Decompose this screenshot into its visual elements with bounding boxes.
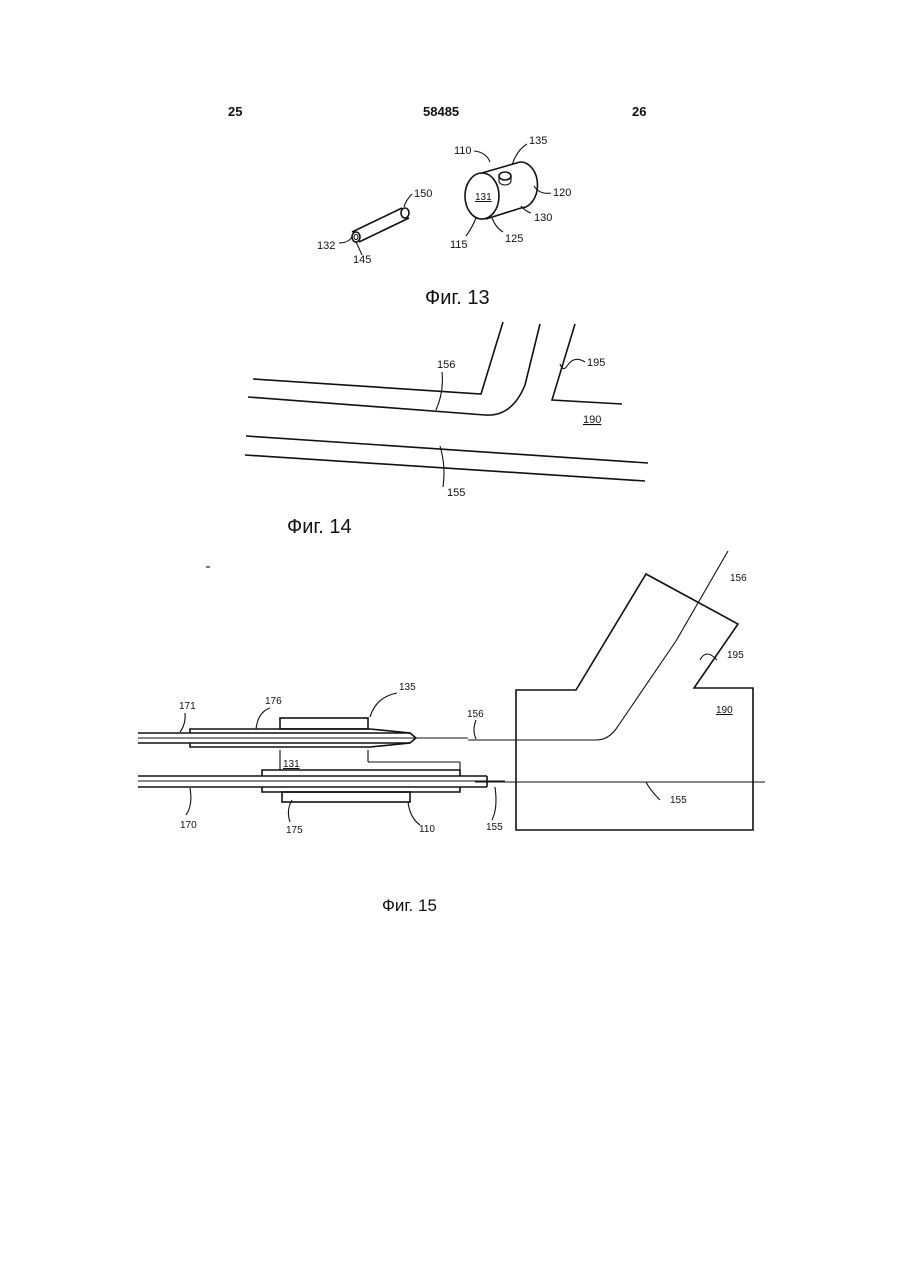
- label-131: 131: [283, 759, 300, 770]
- label-145: 145: [353, 254, 371, 266]
- label-130: 130: [534, 212, 552, 224]
- label-176: 176: [265, 696, 282, 707]
- label-195: 195: [727, 650, 744, 661]
- label-155-right: 155: [670, 795, 687, 806]
- label-110: 110: [419, 824, 435, 835]
- label-156-top: 156: [730, 573, 747, 584]
- figure-14-drawing: 156 195 190 155: [245, 322, 648, 499]
- figure-14-caption: Фиг. 14: [287, 516, 352, 539]
- label-156-mid: 156: [467, 709, 484, 720]
- label-131: 131: [475, 192, 492, 203]
- label-132: 132: [317, 240, 335, 252]
- figure-13-caption: Фиг. 13: [425, 287, 490, 310]
- rod-150: [352, 208, 409, 242]
- label-135: 135: [399, 682, 416, 693]
- label-125: 125: [505, 233, 523, 245]
- label-190: 190: [716, 705, 733, 716]
- label-155: 155: [447, 487, 465, 499]
- label-175: 175: [286, 825, 303, 836]
- label-195: 195: [587, 357, 605, 369]
- label-115: 115: [450, 239, 468, 251]
- figure-15-drawing: 156 195 190 155 171 176 135 156 131 170 …: [138, 551, 765, 836]
- label-135: 135: [529, 135, 547, 147]
- label-150: 150: [414, 188, 432, 200]
- wire-156-diagonal: [676, 551, 728, 641]
- figure-15-caption: Фиг. 15: [382, 896, 437, 916]
- figure-15-labels: 156 195 190 155 171 176 135 156 131 170 …: [179, 573, 747, 836]
- lower-catheter-assembly: [138, 750, 505, 802]
- branch-tube-upper-edge: [253, 322, 503, 394]
- upper-catheter-assembly: [138, 718, 468, 747]
- label-120: 120: [553, 187, 571, 199]
- label-171: 171: [179, 701, 196, 712]
- branch-tube-lower-edge: [248, 324, 540, 415]
- label-155-left: 155: [486, 822, 503, 833]
- label-190: 190: [583, 414, 601, 426]
- label-170: 170: [180, 820, 197, 831]
- label-156: 156: [437, 359, 455, 371]
- label-110: 110: [454, 145, 472, 157]
- figure-13-drawing: 110 135 131 120 130 125 115 150 132 145: [317, 135, 571, 266]
